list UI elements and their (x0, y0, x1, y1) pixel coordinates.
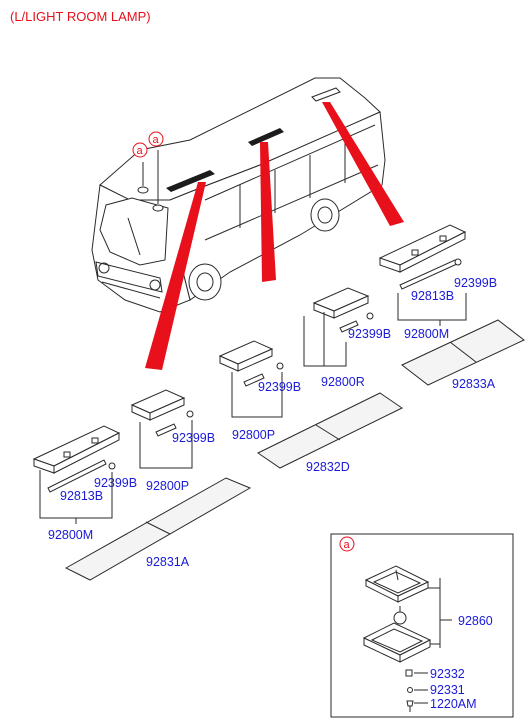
detail-box-a (330, 533, 514, 718)
part-92331: 92331 (430, 683, 465, 697)
lamp-assembly-92800P-left (130, 389, 194, 437)
part-92399B-left: 92399B (172, 431, 215, 445)
ref-marker-a-1: a (132, 142, 148, 158)
svg-text:a: a (137, 145, 144, 157)
ref-marker-a-2: a (148, 131, 164, 147)
part-92832D: 92832D (306, 460, 350, 474)
part-92399B-mid: 92399B (348, 327, 391, 341)
part-92800P-left: 92800P (146, 479, 189, 493)
leader-wedge-left (145, 182, 206, 370)
pad-92831A (64, 477, 252, 581)
part-92800M-left: 92800M (48, 528, 93, 542)
part-92831A: 92831A (146, 555, 190, 569)
part-92399B-right: 92399B (454, 276, 497, 290)
part-92800P-mid: 92800P (232, 428, 275, 442)
lamp-assembly-92800P-mid (218, 340, 284, 387)
lamp-assembly-92800R (312, 287, 374, 333)
diagram-title: (L/LIGHT ROOM LAMP) (10, 9, 151, 24)
lamp-assembly-92800M-left (32, 425, 121, 493)
part-92813B-left: 92813B (60, 489, 103, 503)
part-92813B-right: 92813B (411, 289, 454, 303)
detail-box-ref-marker: a (339, 536, 355, 552)
part-92399B-p: 92399B (258, 380, 301, 394)
part-92800M-right: 92800M (404, 327, 449, 341)
part-92800R: 92800R (321, 375, 365, 389)
part-92332: 92332 (430, 667, 465, 681)
part-92860: 92860 (458, 614, 493, 628)
svg-text:a: a (344, 539, 351, 551)
leader-wedge-center (260, 142, 276, 282)
leader-wedge-right (322, 102, 404, 226)
part-92833A: 92833A (452, 377, 496, 391)
svg-text:a: a (153, 134, 160, 146)
bus-illustration (91, 77, 386, 313)
part-1220AM: 1220AM (430, 697, 477, 711)
pad-92832D (257, 392, 403, 469)
dome-lamp-exploded-view (362, 565, 452, 712)
lamp-assembly-92800M-right (378, 224, 467, 290)
part-92399B-far: 92399B (94, 476, 137, 490)
